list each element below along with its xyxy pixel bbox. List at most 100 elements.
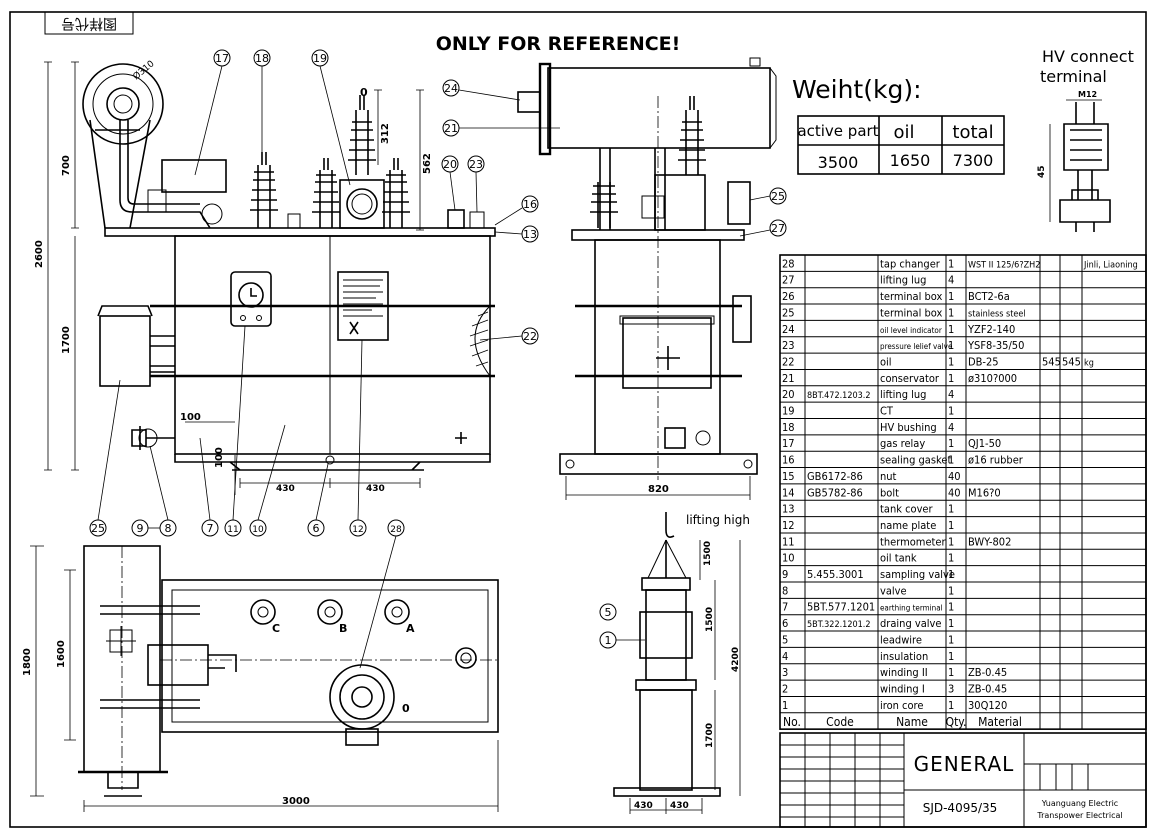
gas-relay-box xyxy=(161,159,227,193)
bom-cell: 1 xyxy=(782,699,788,712)
hv-terminal-title-2: terminal xyxy=(1040,67,1107,86)
bom-cell: 5BT.577.1201 xyxy=(807,601,875,614)
dim-conservator-diameter: Ø310 xyxy=(131,58,157,82)
callout-17-leader xyxy=(194,65,223,176)
callout-11-label: 11 xyxy=(227,525,238,535)
bom-cell: 1 xyxy=(948,699,954,712)
bom-cell: 5 xyxy=(782,633,788,646)
bom-cell: 23 xyxy=(782,339,795,352)
bom-cell: BCT2-6a xyxy=(968,290,1010,303)
dim-tank-height: 1700 xyxy=(61,326,72,354)
plan-relief-valve-inner xyxy=(460,652,472,664)
terminal-box-26 xyxy=(727,181,751,225)
bom-cell: 2 xyxy=(782,682,788,695)
hv-bushing-neutral xyxy=(348,95,376,175)
side-view: 820 xyxy=(517,57,777,500)
plan-cross-mark xyxy=(106,626,136,656)
callout-11-leader xyxy=(232,325,246,521)
bom-cell: ZB-0.45 xyxy=(968,682,1007,695)
bom-cell: YSF8-35/50 xyxy=(967,339,1024,352)
dim-plan-1800: 1800 xyxy=(22,648,33,676)
active-part-bottom-frame xyxy=(635,679,697,691)
tap-changer-mid xyxy=(339,674,385,720)
bom-cell: 1 xyxy=(948,568,954,581)
plan-dim-lines xyxy=(30,545,499,812)
name-plate-logo xyxy=(349,321,359,335)
conservator-end-outer xyxy=(82,63,164,145)
conservator-end-ring xyxy=(92,73,154,135)
name-plate-text-lines xyxy=(343,279,383,317)
dim-valve-100: 100 xyxy=(180,412,201,423)
hv-terminal-title-1: HV connect xyxy=(1042,47,1134,66)
lifting-hook xyxy=(665,512,675,578)
bom-cell: 22 xyxy=(782,355,795,368)
dim-bushing-312: 312 xyxy=(380,123,391,144)
oil-level-hatch xyxy=(469,311,489,367)
bom-cell: pressure lelief valve xyxy=(880,342,953,351)
front-view: Ø310 xyxy=(34,58,496,495)
bom-cell: 8BT.472.1203.2 xyxy=(807,391,871,401)
ct-box xyxy=(339,179,385,229)
bom-cell: YZF2-140 xyxy=(967,323,1015,336)
bom-cell: conservator xyxy=(880,372,940,385)
bom-cell: 1 xyxy=(948,519,954,532)
weight-header-total: total xyxy=(952,122,993,143)
drawing-code-stamp: 图样代号 xyxy=(61,15,117,31)
callout-10-leader xyxy=(257,424,286,521)
side-lv-bushing xyxy=(590,182,618,228)
thermometer-knob-1 xyxy=(240,315,246,321)
side-terminal-box-front xyxy=(622,317,712,389)
weight-header-oil: oil xyxy=(893,122,914,143)
side-tank-body xyxy=(594,239,721,455)
weight-active-value: 3500 xyxy=(818,153,859,172)
callout-8-leader xyxy=(149,445,169,521)
bom-cell: draing valve xyxy=(880,617,941,630)
gas-relay-pipe xyxy=(119,120,211,229)
callout-22-label: 22 xyxy=(523,330,537,343)
title-company-2: Transpower Electrical xyxy=(1036,811,1122,820)
plan-bushing-a-inner xyxy=(391,606,403,618)
front-callouts: 17 18 19 20 23 16 13 22 25 9 8 7 xyxy=(89,49,539,669)
name-plate xyxy=(337,271,389,341)
thermometer-housing xyxy=(230,271,272,327)
side-valve xyxy=(664,427,686,449)
thermometer-knob-2 xyxy=(256,315,262,321)
bom-cell: 1 xyxy=(948,372,954,385)
valve-wheel xyxy=(138,428,158,448)
callout-24 xyxy=(442,79,460,97)
callout-16-label: 16 xyxy=(523,198,537,211)
bom-cell: 1 xyxy=(948,617,954,630)
bom-cell: 1 xyxy=(948,355,954,368)
dim-base-430-left: 430 xyxy=(276,484,295,494)
bom-cell: DB-25 xyxy=(968,355,999,368)
callout-6-leader xyxy=(315,463,329,521)
terminal-box-roof xyxy=(97,305,153,317)
bom-header: No. xyxy=(783,715,801,729)
bom-cell: 1 xyxy=(948,405,954,418)
plan-label-c: C xyxy=(272,622,280,635)
callout-25-bottom-label: 25 xyxy=(91,522,105,535)
dim-lift-430-left: 430 xyxy=(634,801,653,811)
bom-cell: winding I xyxy=(880,682,925,695)
callout-20-label: 20 xyxy=(443,158,457,171)
bom-cell: 17 xyxy=(782,437,795,450)
bom-cell: 20 xyxy=(782,388,795,401)
oil-tank-body xyxy=(174,235,491,455)
hv-terminal-thread: M12 xyxy=(1078,90,1097,99)
bom-cell: 13 xyxy=(782,503,795,516)
bom-cell: WST II 125/6?ZH2 xyxy=(968,260,1040,270)
lifting-lug-box xyxy=(469,211,485,229)
dim-plan-1600: 1600 xyxy=(56,640,67,668)
title-block-frame xyxy=(779,732,1147,828)
callout-28-leader xyxy=(359,535,397,669)
side-ct-box xyxy=(654,174,706,231)
terminal-box-pipes xyxy=(150,335,175,373)
callout-19-label: 19 xyxy=(313,52,327,65)
bom-cell: 7 xyxy=(782,601,788,614)
active-part-top-frame xyxy=(641,577,691,591)
plan-relay-box xyxy=(147,644,209,686)
title-drawing-number: SJD-4095/35 xyxy=(923,801,998,815)
bom-cell: 1 xyxy=(948,552,954,565)
bom-cell: lifting lug xyxy=(880,274,926,287)
bom-cell: 4 xyxy=(782,650,788,663)
